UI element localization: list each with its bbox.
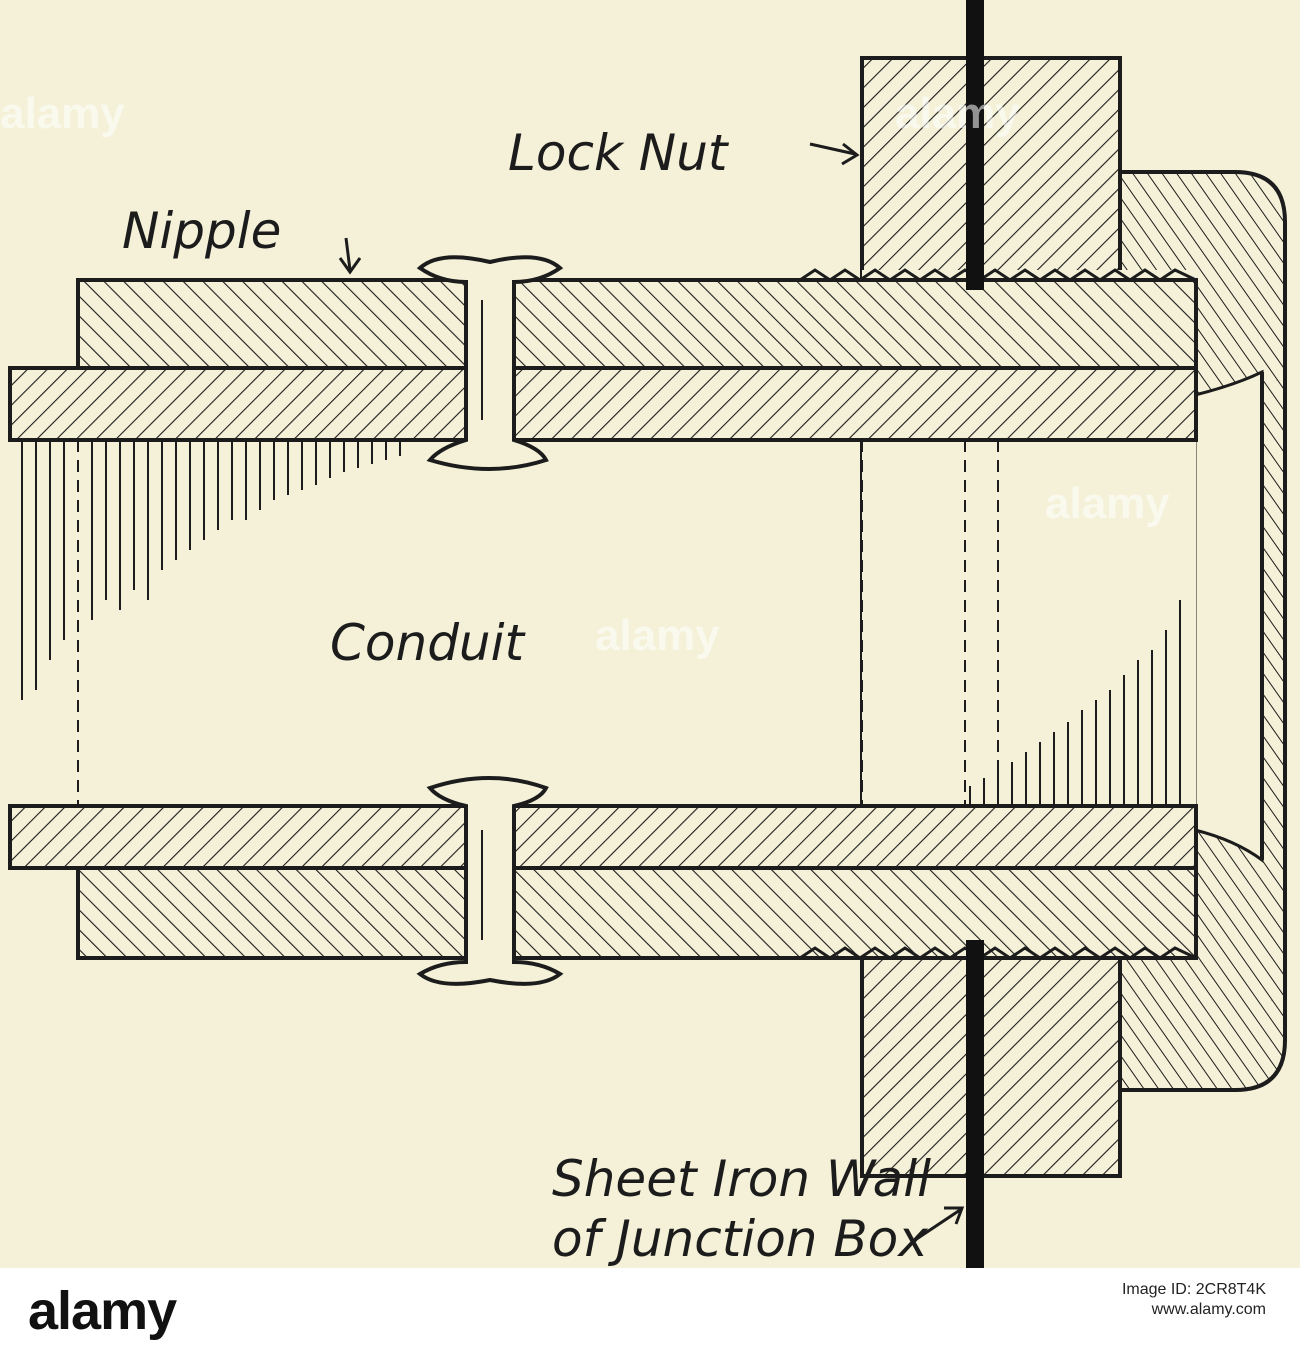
lock-nut-arrowhead [841,142,860,166]
nipple-label: Nipple [122,202,281,260]
wall-label-line2: of Junction Box [552,1210,928,1268]
conduit-junction-diagram: Lock Nut Nipple Conduit Sheet Iron Wall … [0,0,1287,1268]
leader-arrows [338,142,965,1242]
watermark-text-3: alamy [595,611,720,660]
conduit-label: Conduit [330,614,527,672]
sheet-iron-wall [966,0,984,1268]
conduit-shading-left [21,440,401,700]
nipple-leader [344,237,352,271]
stock-footer: alamy Image ID: 2CR8T4K www.alamy.com [0,1268,1300,1356]
wall-leader [914,1208,961,1242]
nipple-lower [76,866,1198,960]
lock-nut-leader [809,142,856,156]
conduit-lower-wall [8,804,1198,870]
conduit-upper-wall [8,366,1198,442]
nipple-upper [76,268,1198,370]
conduit-shading-right [969,600,1181,806]
wall-arrowhead [944,1206,965,1225]
watermarks: alamy alamy alamy alamy [0,89,1170,660]
footer-logo: alamy [28,1281,177,1341]
watermark-text-4: alamy [1045,479,1170,528]
watermark-text-1: alamy [0,89,125,138]
watermark-text-2: alamy [895,89,1020,138]
footer-url: www.alamy.com [1151,1301,1266,1318]
footer-image-info: Image ID: 2CR8T4K www.alamy.com [1122,1280,1266,1320]
footer-image-id: Image ID: 2CR8T4K [1121,1281,1266,1298]
hidden-lines [77,440,999,806]
lock-nut-label: Lock Nut [508,124,730,182]
nipple-arrowhead [338,257,362,275]
joint-cement-upper [416,255,564,471]
joint-cement-lower [416,776,564,986]
wall-label-line1: Sheet Iron Wall [552,1150,931,1208]
